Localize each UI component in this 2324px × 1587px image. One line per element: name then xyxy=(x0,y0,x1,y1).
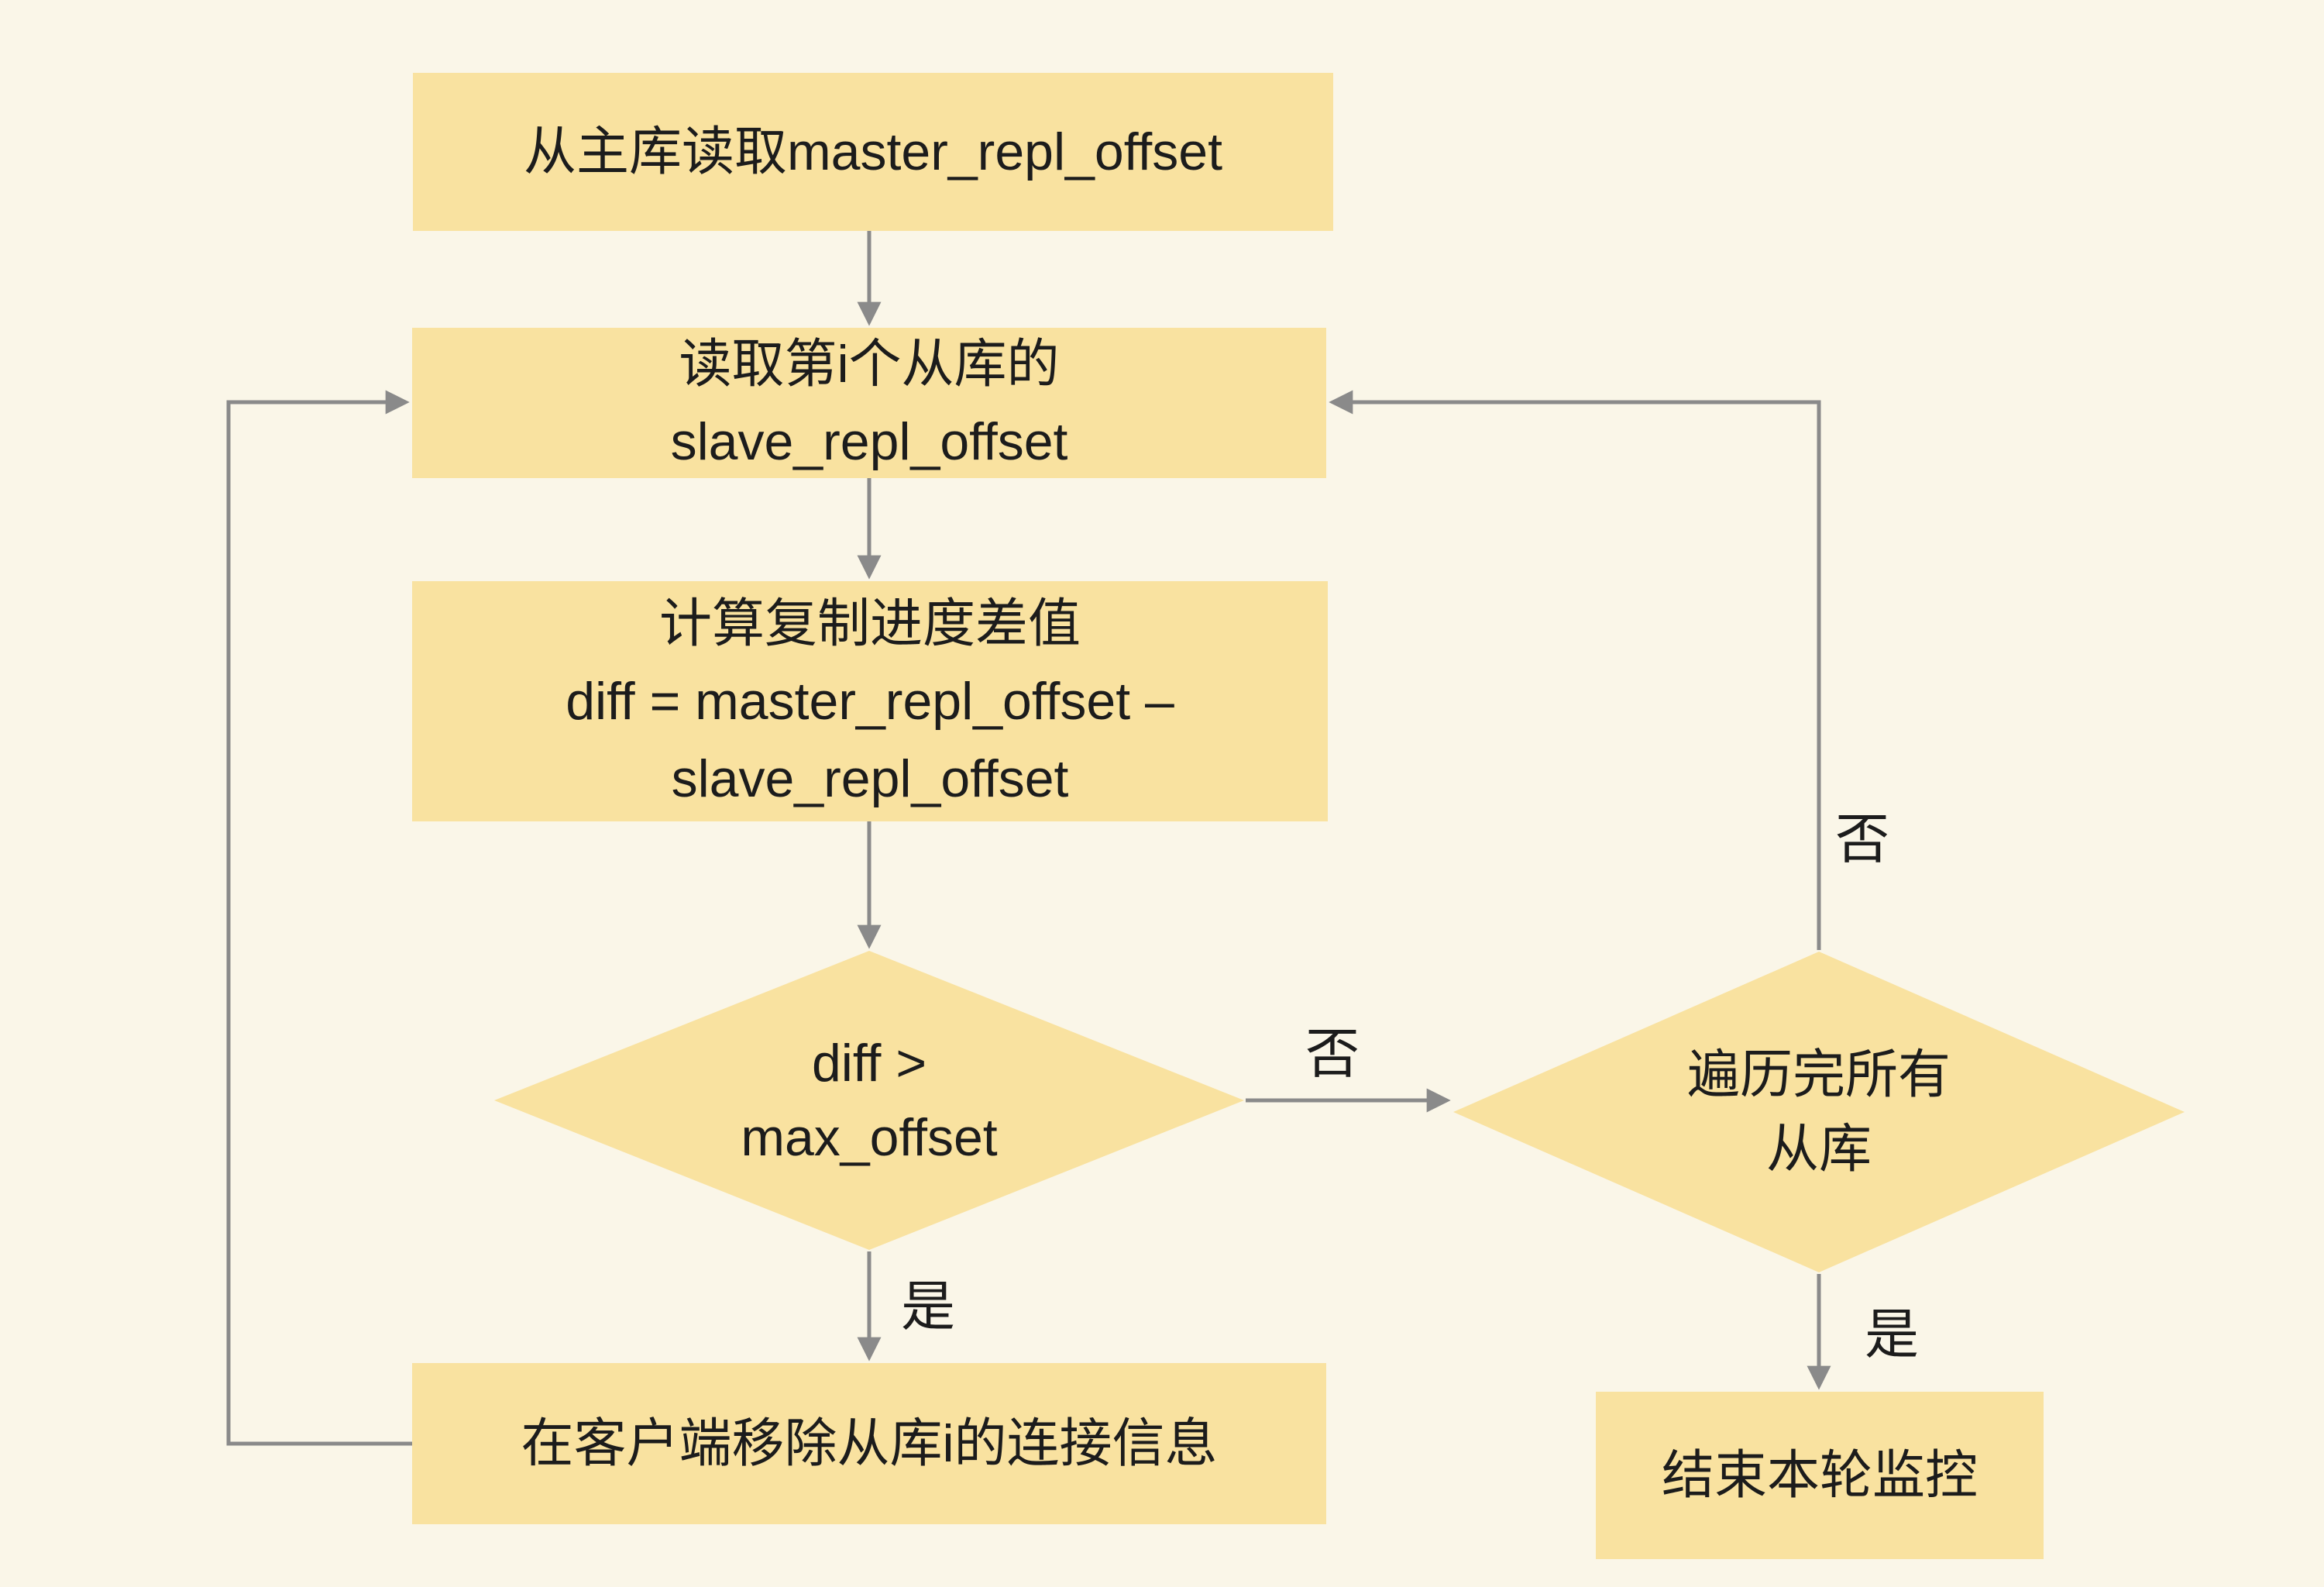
node-end-monitor-round xyxy=(1596,1392,2044,1559)
check-all-slaves-done-text-line: 遍历完所有 xyxy=(1687,1045,1951,1104)
node-remove-slave-connection xyxy=(412,1363,1326,1524)
remove-slave-connection-text-line: 在客户端移除从库i的连接信息 xyxy=(521,1414,1217,1473)
end-monitor-round-text-line: 结束本轮监控 xyxy=(1662,1446,1978,1505)
read-slave-offset-text-line: 读取第i个从库的 xyxy=(679,335,1059,394)
node-check-all-slaves-done xyxy=(1453,952,2185,1272)
label-yes-diff: 是 xyxy=(901,1276,955,1337)
edge-remove-loop-back xyxy=(226,390,412,1446)
node-calc-diff xyxy=(412,581,1328,821)
node-check-diff-threshold xyxy=(494,951,1244,1250)
read-slave-offset-text-line: slave_repl_offset xyxy=(671,412,1068,471)
label-no-done: 否 xyxy=(1835,809,1889,869)
read-master-offset-text-line: 从主库读取master_repl_offset xyxy=(524,122,1222,181)
label-yes-done: 是 xyxy=(1865,1304,1919,1365)
check-diff-threshold-text-line: max_offset xyxy=(741,1108,997,1167)
calc-diff-text-line: slave_repl_offset xyxy=(672,749,1069,808)
check-diff-threshold-text-line: diff > xyxy=(812,1034,927,1093)
calc-diff-text-line: diff = master_repl_offset – xyxy=(566,672,1174,731)
edge-done-no-loop-back xyxy=(1329,390,1821,950)
node-read-master-offset xyxy=(413,73,1333,231)
check-all-slaves-done-text-line: 从库 xyxy=(1766,1120,1872,1179)
node-read-slave-offset xyxy=(412,328,1326,478)
label-no-diff: 否 xyxy=(1305,1024,1360,1084)
calc-diff-text-line: 计算复制进度差值 xyxy=(659,594,1081,653)
